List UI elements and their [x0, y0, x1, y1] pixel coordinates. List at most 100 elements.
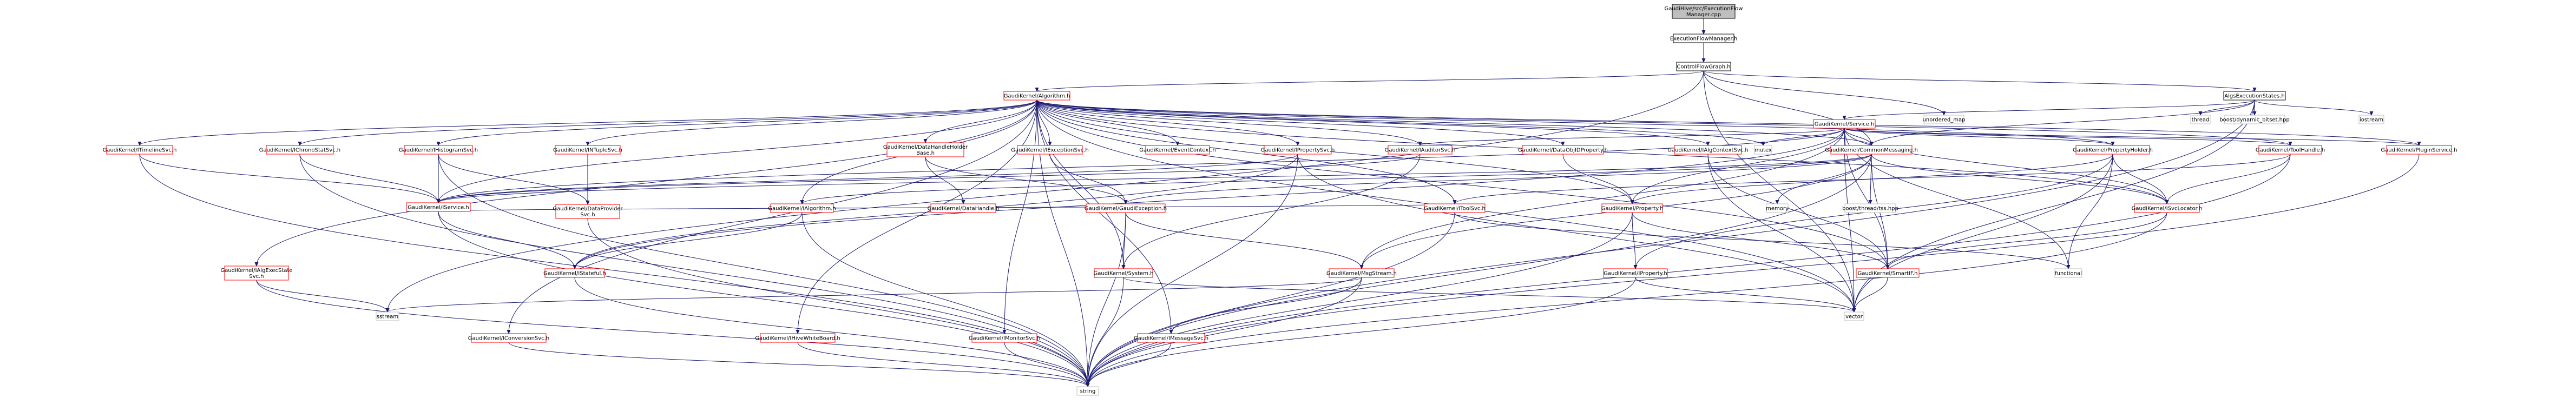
edge-algo-to-evctx — [1036, 99, 1180, 146]
edge-toolhandle-to-itoolsvc — [1453, 154, 2291, 204]
edge-commsg-to-iservice — [436, 154, 1872, 203]
node-propholder[interactable]: GaudiKernel/PropertyHolder.h — [2073, 145, 2153, 155]
node-box-imessage — [1137, 333, 1205, 343]
node-gaudiexc[interactable]: GaudiKernel/GaudiException.h — [1085, 203, 1167, 213]
node-aes[interactable]: AlgsExecutionStates.h — [2223, 91, 2286, 101]
node-iproperty[interactable]: GaudiKernel/IProperty.h — [1603, 268, 1668, 278]
edge-algo-to-imonitor — [1002, 99, 1037, 334]
node-sstream[interactable]: sstream — [376, 311, 399, 321]
node-svclocator[interactable]: GaudiKernel/ISvcLocator.h — [2132, 203, 2203, 213]
edge-ialgctx-to-smartif — [1707, 154, 1890, 269]
node-efm[interactable]: ExecutionFlowManager.h — [1670, 34, 1737, 43]
node-msgstream[interactable]: GaudiKernel/MsgStream.h — [1326, 268, 1397, 278]
edge-algo-to-iconversion — [507, 99, 1037, 334]
node-dynbit[interactable]: boost/dynamic_bitset.hpp — [2219, 115, 2290, 124]
node-box-ialgctx — [1674, 145, 1742, 155]
node-label-dhholder-line-0: GaudiKernel/DataHandleHolder — [883, 144, 968, 150]
node-box-iservice — [406, 202, 471, 212]
node-itimeline[interactable]: GaudiKernel/ITimelineSvc.h — [103, 145, 177, 155]
node-label-iprop: GaudiKernel/IPropertySvc.h — [1261, 148, 1335, 154]
node-umap[interactable]: unordered_map — [1923, 115, 1966, 124]
edge-property-to-string — [1086, 212, 1633, 387]
edge-commsg-to-memory — [1775, 154, 1872, 204]
edge-smartif-to-vector — [1852, 277, 1888, 313]
node-functional[interactable]: functional — [2054, 268, 2082, 278]
node-imonitor[interactable]: GaudiKernel/IMonitorSvc.h — [969, 333, 1040, 343]
node-label-iservice: GaudiKernel/IService.h — [408, 205, 469, 211]
edge-imessage-to-string — [1086, 342, 1172, 387]
node-iostr[interactable]: iostream — [2358, 115, 2384, 124]
node-intuple[interactable]: GaudiKernel/INTupleSvc.h — [553, 145, 622, 155]
node-algo[interactable]: GaudiKernel/Algorithm.h — [1003, 91, 1070, 101]
node-box-smartif — [1856, 268, 1920, 278]
node-label-efm: ExecutionFlowManager.h — [1670, 36, 1737, 42]
node-commsg[interactable]: GaudiKernel/CommonMessaging.h — [1825, 145, 1918, 155]
node-dataobjid[interactable]: GaudiKernel/DataObjIDProperty.h — [1518, 145, 1608, 155]
edge-algo-to-iplugin — [1036, 99, 2421, 146]
node-ichrono[interactable]: GaudiKernel/IChronoStatSvc.h — [259, 145, 340, 155]
node-datahandle[interactable]: GaudiKernel/DataHandle.h — [928, 203, 1000, 213]
node-box-iplugin — [2386, 145, 2452, 155]
node-memory[interactable]: memory — [1766, 203, 1789, 213]
nodes-layer: GaudiHive/src/ExecutionFlowManager.cppEx… — [103, 4, 2457, 396]
node-iauditor[interactable]: GaudiKernel/IAuditorSvc.h — [1385, 145, 1456, 155]
node-mutex[interactable]: mutex — [1754, 145, 1772, 155]
node-ialgorithm[interactable]: GaudiKernel/IAlgorithm.h — [768, 203, 836, 213]
node-root[interactable]: GaudiHive/src/ExecutionFlowManager.cpp — [1665, 4, 1743, 19]
edge-iprop-to-vector — [1297, 154, 1856, 313]
node-box-root — [1672, 4, 1736, 19]
node-box-dhholder — [886, 142, 964, 157]
node-property[interactable]: GaudiKernel/Property.h — [1601, 203, 1664, 213]
node-evctx[interactable]: GaudiKernel/EventContext.h — [1139, 145, 1216, 155]
node-imessage[interactable]: GaudiKernel/IMessageSvc.h — [1134, 333, 1208, 343]
node-box-istateful — [544, 268, 605, 278]
node-label-memory: memory — [1766, 206, 1789, 212]
node-smartif[interactable]: GaudiKernel/SmartIF.h — [1856, 268, 1920, 278]
node-iprop[interactable]: GaudiKernel/IPropertySvc.h — [1261, 145, 1335, 155]
edge-algo-to-commsg — [1036, 99, 1874, 146]
node-label-dataprov-line-1: Svc.h — [580, 212, 595, 218]
node-box-dataobjid — [1522, 145, 1604, 155]
node-ihivewhite[interactable]: GaudiKernel/IHiveWhiteBoard.h — [755, 333, 840, 343]
node-string[interactable]: string — [1076, 386, 1099, 396]
edge-cfg-to-sstream — [385, 70, 1704, 313]
node-label-dhholder-line-1: Base.h — [916, 150, 935, 156]
node-thread[interactable]: thread — [2190, 115, 2211, 124]
node-iservice[interactable]: GaudiKernel/IService.h — [406, 202, 471, 212]
edge-algo-to-smartif — [1036, 99, 1890, 269]
node-box-datahandle — [930, 203, 996, 213]
node-boostthread[interactable]: boost/thread/tss.hpp — [1842, 203, 1898, 213]
node-box-property — [1601, 203, 1663, 213]
edge-ialgexec-to-string — [256, 280, 1090, 387]
node-label-imonitor: GaudiKernel/IMonitorSvc.h — [969, 336, 1040, 342]
node-label-ichrono: GaudiKernel/IChronoStatSvc.h — [259, 148, 340, 154]
edge-algo-to-intuple — [586, 99, 1037, 146]
node-istateful[interactable]: GaudiKernel/IStateful.h — [543, 268, 606, 278]
node-iexcept[interactable]: GaudiKernel/IExceptionSvc.h — [1011, 145, 1089, 155]
node-toolhandle[interactable]: GaudiKernel/ToolHandle.h — [2256, 145, 2325, 155]
node-cfg[interactable]: ControlFlowGraph.h — [1676, 62, 1731, 71]
node-label-iexcept: GaudiKernel/IExceptionSvc.h — [1011, 148, 1089, 154]
node-label-evctx: GaudiKernel/EventContext.h — [1139, 148, 1215, 154]
edge-istateful-to-string — [574, 277, 1090, 387]
node-label-thread: thread — [2192, 117, 2210, 123]
edge-algo-to-ihisto — [436, 99, 1037, 146]
node-label-string: string — [1080, 389, 1096, 395]
node-box-system — [1094, 268, 1153, 278]
node-ialgctx[interactable]: GaudiKernel/IAlgContextSvc.h — [1667, 145, 1749, 155]
node-label-ialgexec-line-1: Svc.h — [249, 274, 264, 280]
node-system[interactable]: GaudiKernel/System.h — [1094, 268, 1154, 278]
node-vector[interactable]: vector — [1844, 311, 1864, 321]
node-box-iconversion — [471, 333, 547, 343]
node-itoolsvc[interactable]: GaudiKernel/IToolSvc.h — [1424, 203, 1486, 213]
node-svc[interactable]: GaudiKernel/Service.h — [1813, 119, 1876, 129]
node-iplugin[interactable]: GaudiKernel/PluginService.h — [2381, 145, 2457, 155]
node-iconversion[interactable]: GaudiKernel/IConversionSvc.h — [468, 333, 549, 343]
node-ihisto[interactable]: GaudiKernel/IHistogramSvc.h — [399, 145, 478, 155]
edge-algo-to-ichrono — [298, 99, 1037, 146]
edge-svc-to-property — [1630, 128, 1845, 204]
edge-commsg-to-ialgorithm — [800, 154, 1872, 204]
